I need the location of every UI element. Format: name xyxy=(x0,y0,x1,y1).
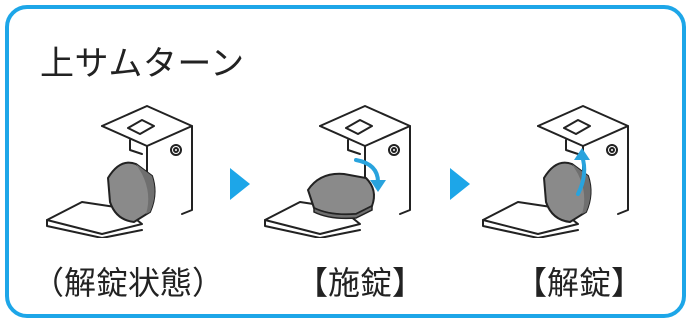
diagram-title: 上サムターン xyxy=(40,44,245,84)
caption-unlocked-state: （解錠状態） xyxy=(32,264,225,302)
thumbturn-illustration-unlocked xyxy=(42,98,217,238)
diagram-frame xyxy=(5,5,686,318)
caption-unlocking: 【解錠】 xyxy=(515,264,644,302)
caption-locking: 【施錠】 xyxy=(296,264,425,302)
triangle-right-icon xyxy=(230,168,250,200)
thumbturn-illustration-locking xyxy=(260,98,435,238)
thumbturn-illustration-unlocking xyxy=(478,98,653,238)
triangle-right-icon xyxy=(450,168,470,200)
